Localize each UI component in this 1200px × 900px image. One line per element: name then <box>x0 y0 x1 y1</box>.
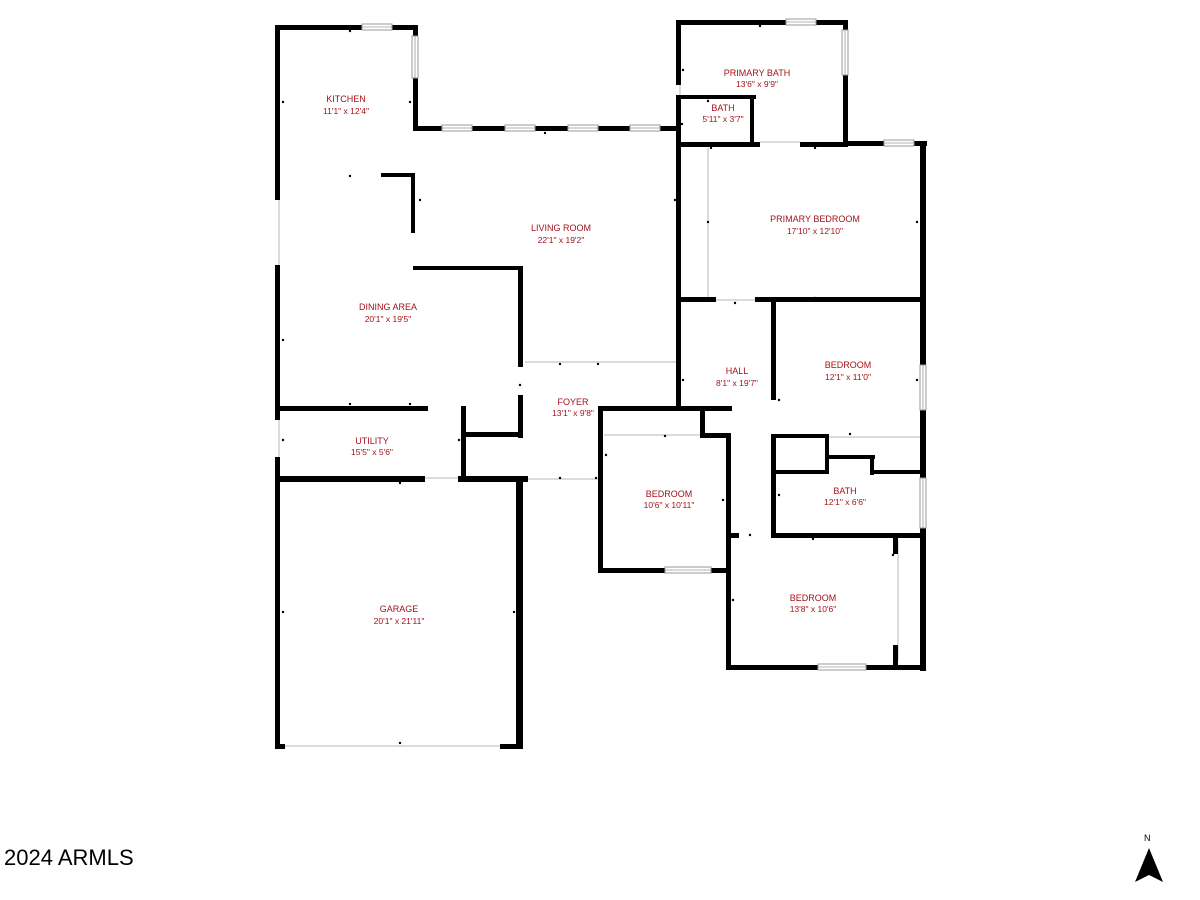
windows <box>361 18 927 671</box>
room-name-bedroom-east: BEDROOM <box>825 360 872 370</box>
walls <box>275 20 927 749</box>
room-dims-bedroom-south: 13'8" x 10'6" <box>790 604 837 614</box>
room-dims-bath-hall: 12'1" x 6'6" <box>824 497 866 507</box>
north-arrow-icon <box>1135 848 1163 882</box>
marker-ticks <box>281 24 919 745</box>
room-dims-garage: 20'1" x 21'11" <box>374 616 425 626</box>
room-name-primary-bath: PRIMARY BATH <box>724 68 791 78</box>
copyright-text: 2024 ARMLS <box>4 845 134 870</box>
room-name-garage: GARAGE <box>380 604 419 614</box>
room-dims-primary-bedroom: 17'10" x 12'10" <box>787 226 843 236</box>
room-name-bedroom-south: BEDROOM <box>790 593 837 603</box>
room-dims-utility: 15'5" x 5'6" <box>351 447 393 457</box>
room-name-hall: HALL <box>726 366 749 376</box>
room-dims-dining-area: 20'1" x 19'5" <box>365 314 412 324</box>
room-name-bedroom-center: BEDROOM <box>646 489 693 499</box>
room-dims-foyer: 13'1" x 9'8" <box>552 408 594 418</box>
room-dims-living-room: 22'1" x 19'2" <box>538 235 585 245</box>
room-name-primary-bedroom: PRIMARY BEDROOM <box>770 214 860 224</box>
north-label: N <box>1144 833 1151 843</box>
room-dims-hall: 8'1" x 19'7" <box>716 378 758 388</box>
room-name-primary-bath-small: BATH <box>711 103 734 113</box>
room-dims-bedroom-east: 12'1" x 11'0" <box>825 372 871 382</box>
room-name-foyer: FOYER <box>557 397 589 407</box>
room-name-kitchen: KITCHEN <box>326 94 366 104</box>
room-dims-bedroom-center: 10'6" x 10'11" <box>644 500 695 510</box>
room-dims-primary-bath: 13'6" x 9'9" <box>736 79 778 89</box>
room-name-utility: UTILITY <box>355 436 389 446</box>
room-name-living-room: LIVING ROOM <box>531 223 591 233</box>
room-labels: KITCHEN 11'1" x 12'4" LIVING ROOM 22'1" … <box>323 68 871 626</box>
room-dims-primary-bath-small: 5'11" x 3'7" <box>702 114 743 124</box>
room-name-bath-hall: BATH <box>833 486 856 496</box>
room-name-dining-area: DINING AREA <box>359 302 417 312</box>
room-dims-kitchen: 11'1" x 12'4" <box>323 106 369 116</box>
